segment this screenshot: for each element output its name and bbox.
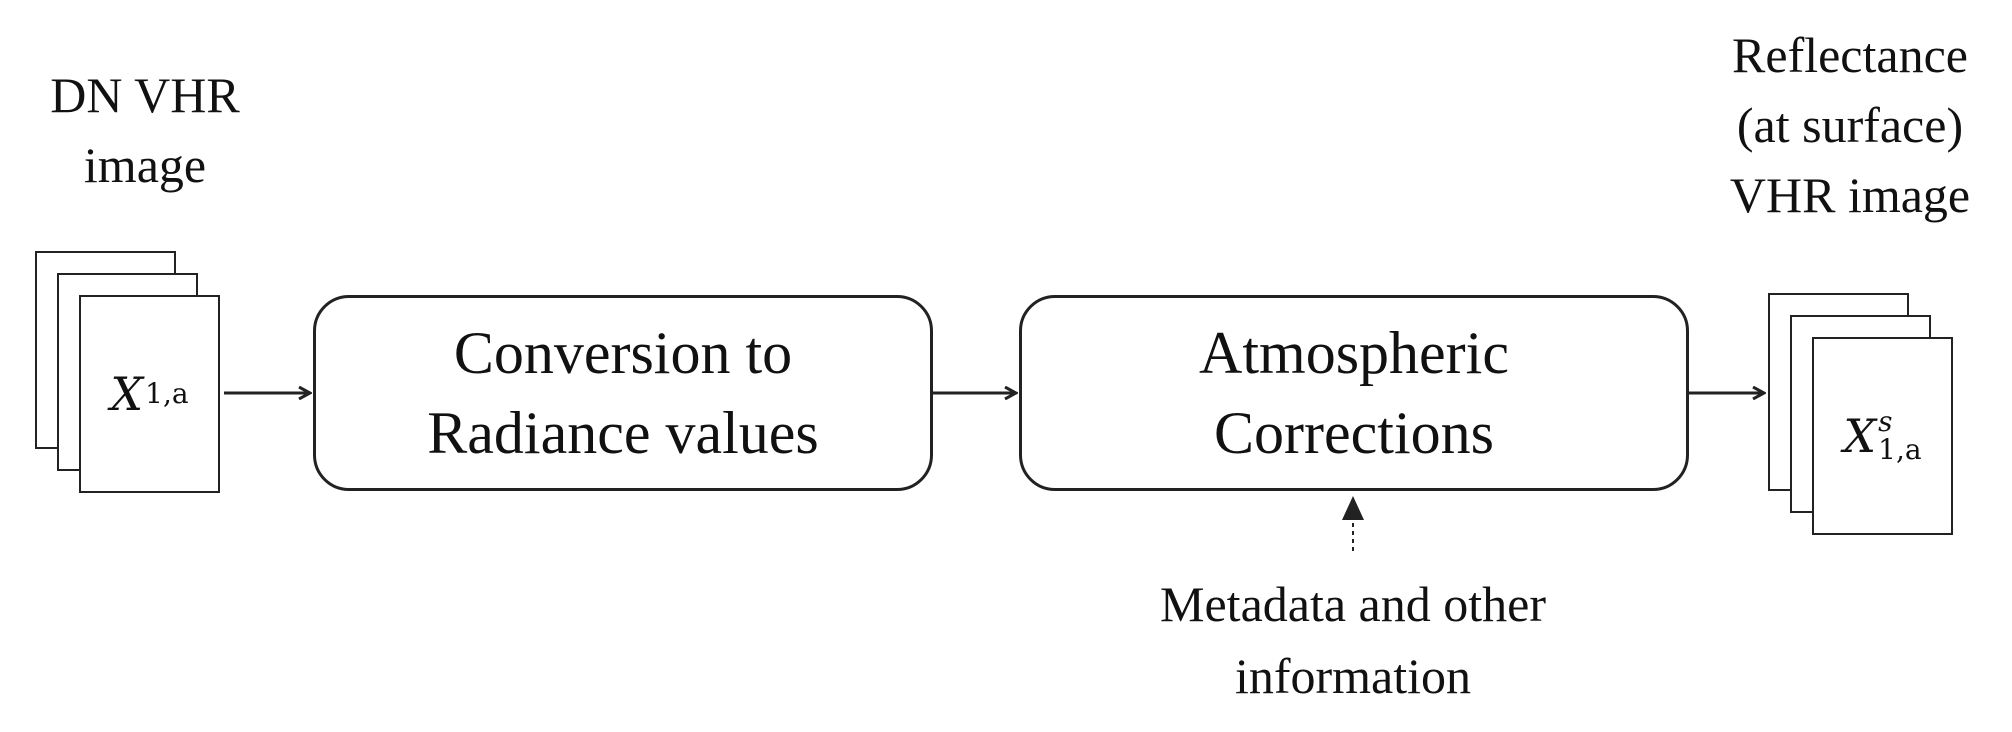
conversion-step-box: Conversion to Radiance values <box>313 295 933 491</box>
document-sheet <box>1812 337 1953 535</box>
arrowhead-metadata-up <box>1342 496 1364 520</box>
output-symbol-letter: X <box>1843 409 1877 463</box>
output-caption-line: Reflectance <box>1732 27 1968 83</box>
atmospheric-step-box: Atmospheric Corrections <box>1019 295 1689 491</box>
output-caption: Reflectance (at surface) VHR image <box>1690 20 2010 230</box>
output-caption-line: VHR image <box>1729 167 1971 223</box>
input-symbol-letter: X <box>110 367 144 421</box>
output-caption-line: (at surface) <box>1736 97 1964 153</box>
input-caption: DN VHR image <box>20 60 270 200</box>
input-symbol-indices: 1,a <box>145 380 188 408</box>
input-caption-line: DN VHR <box>50 67 240 123</box>
output-superscript: s <box>1878 405 1893 438</box>
output-subscript: 1,a <box>1878 433 1922 466</box>
conversion-step-line: Conversion to <box>453 320 793 386</box>
input-caption-line: image <box>83 137 207 193</box>
metadata-caption-line: Metadata and other <box>1160 576 1546 632</box>
atmospheric-step-line: Atmospheric <box>1199 320 1509 386</box>
input-subscript: 1,a <box>145 377 189 410</box>
metadata-caption-line: information <box>1234 648 1472 704</box>
metadata-caption: Metadata and other information <box>1103 568 1603 712</box>
document-sheet <box>79 295 220 493</box>
conversion-step-line: Radiance values <box>427 400 819 466</box>
atmospheric-step-line: Corrections <box>1214 400 1494 466</box>
